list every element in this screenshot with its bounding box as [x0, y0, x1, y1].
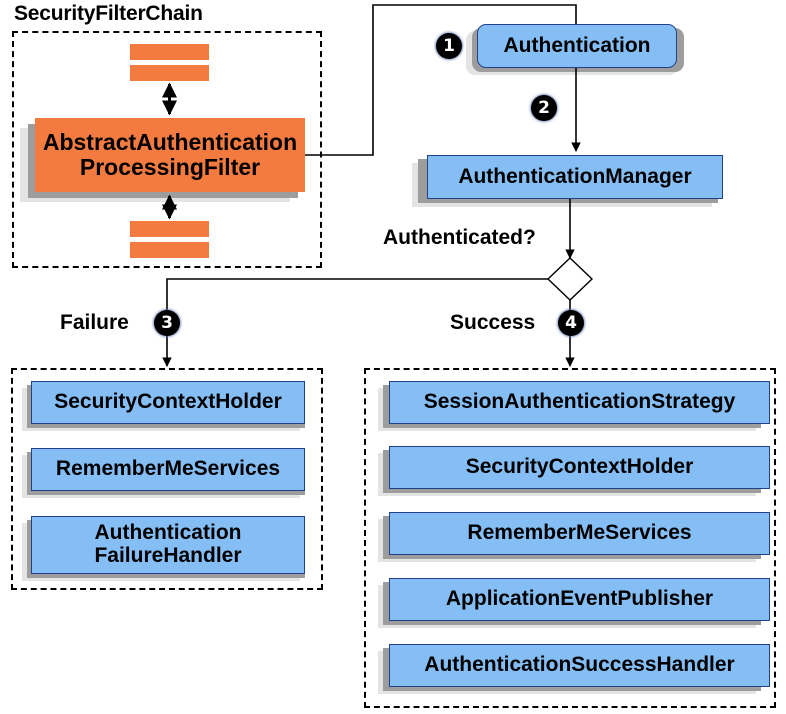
node-label: SecurityContextHolder: [54, 390, 282, 414]
failure-node-security-context-holder[interactable]: SecurityContextHolder: [31, 381, 305, 424]
step-badge-4: 4: [558, 310, 584, 336]
node-label: Authentication: [503, 33, 651, 57]
failure-node-authentication-failure-handler[interactable]: Authentication FailureHandler: [31, 516, 305, 574]
filter-bar-top-1: [130, 44, 209, 60]
success-node-authentication-success-handler[interactable]: AuthenticationSuccessHandler: [389, 644, 770, 687]
security-filter-chain-title: SecurityFilterChain: [14, 2, 203, 25]
node-label: SessionAuthenticationStrategy: [423, 390, 736, 414]
node-abstract-authentication-processing-filter[interactable]: AbstractAuthentication ProcessingFilter: [35, 118, 305, 192]
step-badge-1: 1: [436, 33, 462, 59]
branch-label-success: Success: [450, 311, 536, 334]
decision-label: Authenticated?: [383, 226, 536, 249]
step-badge-3: 3: [154, 310, 180, 336]
success-node-remember-me-services[interactable]: RememberMeServices: [389, 512, 770, 555]
node-authentication-manager[interactable]: AuthenticationManager: [427, 155, 723, 199]
node-label: RememberMeServices: [55, 457, 281, 481]
branch-label-failure: Failure: [60, 311, 129, 334]
step-badge-2: 2: [531, 95, 557, 121]
filter-bar-top-2: [130, 65, 209, 81]
filter-bar-bottom-2: [130, 242, 209, 258]
node-label: AuthenticationSuccessHandler: [424, 653, 735, 677]
node-label: AbstractAuthentication ProcessingFilter: [42, 129, 298, 180]
failure-group-container: [11, 368, 323, 590]
filter-bar-bottom-1: [130, 221, 209, 237]
failure-node-remember-me-services[interactable]: RememberMeServices: [31, 448, 305, 491]
success-node-application-event-publisher[interactable]: ApplicationEventPublisher: [389, 578, 770, 621]
success-node-session-authentication-strategy[interactable]: SessionAuthenticationStrategy: [389, 381, 770, 424]
success-node-security-context-holder[interactable]: SecurityContextHolder: [389, 446, 770, 489]
node-label: AuthenticationManager: [458, 164, 692, 188]
decision-diamond: [546, 257, 594, 301]
success-group-container: [364, 368, 776, 708]
node-label: ApplicationEventPublisher: [445, 587, 714, 611]
node-label: Authentication FailureHandler: [94, 521, 242, 567]
node-authentication[interactable]: Authentication: [477, 24, 677, 68]
node-label: RememberMeServices: [467, 521, 692, 545]
node-label: SecurityContextHolder: [465, 455, 694, 479]
